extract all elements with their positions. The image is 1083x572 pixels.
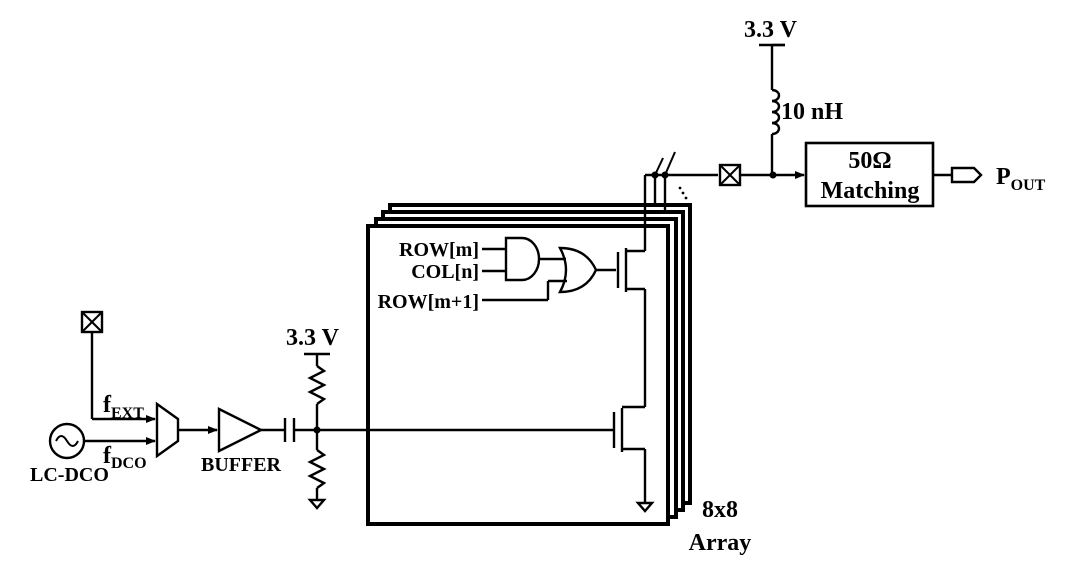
sine-wave-icon — [55, 435, 79, 447]
matching-network-block: 50Ω Matching — [804, 141, 935, 208]
top-supply-label: 3.3 V — [744, 17, 798, 43]
output-path: 3.3 V 10 nH 50Ω Matching POUT — [643, 17, 1046, 245]
buffer-label: BUFFER — [201, 454, 282, 476]
matching-label-impedance: 50Ω — [848, 148, 891, 174]
col-select-label: COL[n] — [411, 261, 479, 283]
input-chain: fEXT fDCO LC-DCO BUFFER 3.3 V — [30, 310, 614, 510]
cascode-transistors — [612, 245, 655, 513]
matching-label-text: Matching — [821, 178, 920, 204]
external-input-pad — [80, 310, 104, 334]
array-ground-symbol — [635, 501, 655, 513]
mux-input-dco-label: fDCO — [103, 443, 147, 472]
row-select-label: ROW[m] — [399, 239, 479, 261]
lc-dco-source — [48, 422, 86, 460]
bias-resistor-top — [307, 365, 327, 405]
inductor-coil — [771, 88, 781, 136]
array-size-label: 8x8 — [702, 497, 738, 523]
mux-input-ext-label: fEXT — [103, 392, 144, 422]
output-port-symbol — [950, 166, 983, 184]
array-label: Array — [689, 530, 752, 556]
or-gate — [557, 246, 598, 294]
inductor-label: 10 nH — [781, 99, 843, 125]
array-stack — [366, 203, 692, 526]
oscillator-label: LC-DCO — [30, 464, 109, 486]
output-label: POUT — [996, 164, 1046, 194]
buffer-amplifier — [217, 407, 264, 453]
and-gate — [504, 236, 541, 282]
bias-ground-symbol — [307, 498, 327, 510]
cell-logic: ROW[m] COL[n] ROW[m+1] — [378, 236, 616, 313]
bias-resistor-bottom — [307, 449, 327, 489]
row-next-select-label: ROW[m+1] — [378, 291, 479, 313]
output-bond-pad — [718, 163, 742, 187]
bias-supply-label: 3.3 V — [286, 325, 340, 351]
input-multiplexer — [155, 401, 180, 459]
